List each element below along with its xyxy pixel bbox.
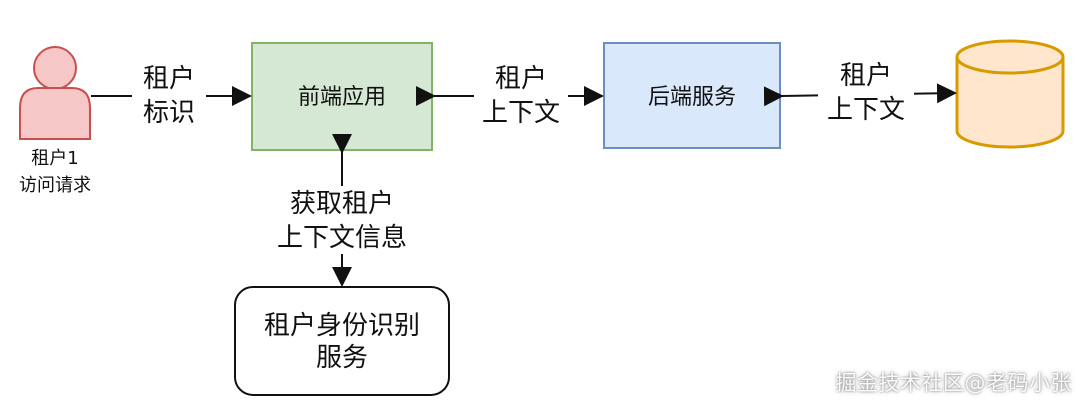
database-icon	[955, 39, 1065, 149]
edge-label-backend-database-line1: 租户	[840, 61, 892, 91]
edge-label-frontend-identity-line2: 上下文信息	[277, 223, 407, 253]
edge-frontend-backend: 租户 上下文	[416, 63, 604, 131]
frontend-box	[251, 42, 433, 151]
edge-label-bg-frontend-identity	[268, 186, 416, 254]
edge-label-tenant-frontend-line2: 标识	[143, 98, 195, 128]
edge-backend-database: 租户 上下文	[763, 60, 957, 130]
frontend-node: 前端应用	[251, 42, 433, 151]
user-body	[19, 87, 91, 140]
user-head	[33, 46, 77, 90]
tenant-label-line2: 访问请求	[19, 175, 91, 196]
backend-label: 后端服务	[648, 85, 736, 110]
edge-label-tenant-frontend-line1: 租户	[143, 64, 195, 94]
identity-box	[234, 286, 450, 396]
edge-tenant-frontend: 租户 标识	[91, 62, 252, 132]
backend-node: 后端服务	[603, 42, 781, 149]
tenant-label-line1: 租户1	[31, 148, 78, 169]
edge-label-bg-frontend-backend	[474, 63, 568, 131]
backend-box	[603, 42, 781, 149]
identity-label-line1: 租户身份识别	[264, 311, 420, 341]
frontend-label: 前端应用	[298, 85, 386, 110]
database-top	[955, 39, 1065, 75]
edge-label-frontend-backend-line1: 租户	[495, 64, 547, 94]
database-node	[955, 39, 1065, 149]
edge-label-backend-database-line2: 上下文	[827, 95, 905, 125]
edge-label-frontend-backend-line2: 上下文	[482, 98, 560, 128]
edge-frontend-identity: 获取租户 上下文信息	[268, 134, 416, 287]
edge-label-bg-backend-database	[818, 60, 914, 130]
tenant-node: 租户1 访问请求	[19, 46, 91, 196]
watermark: 掘金技术社区@老码小张	[835, 371, 1072, 395]
database-body	[955, 57, 1065, 149]
edge-label-bg-tenant-frontend	[132, 62, 206, 132]
user-icon	[19, 46, 91, 140]
identity-label-line2: 服务	[316, 343, 368, 373]
identity-node: 租户身份识别 服务	[234, 286, 450, 396]
edge-label-frontend-identity-line1: 获取租户	[290, 189, 394, 219]
